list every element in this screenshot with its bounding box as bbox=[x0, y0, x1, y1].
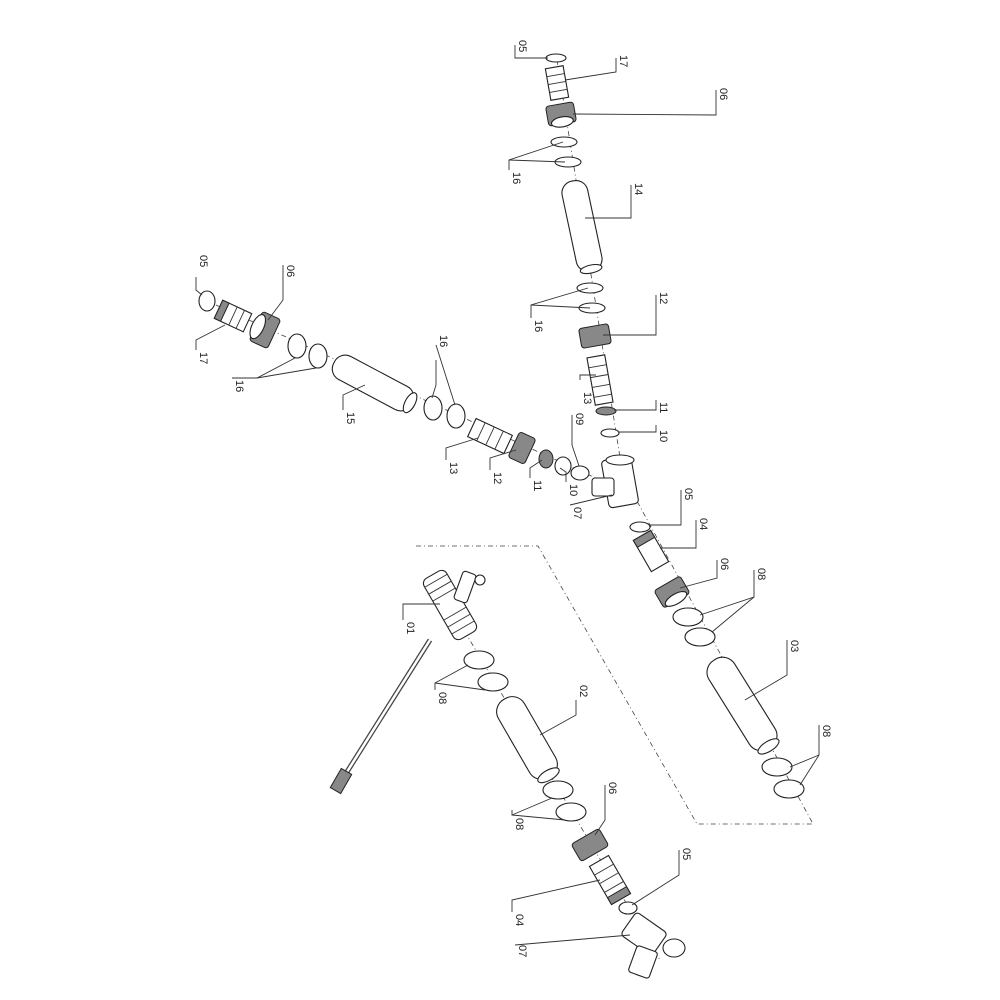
assembly-group-outline bbox=[416, 545, 812, 825]
part-05-left-oring bbox=[198, 290, 216, 312]
part-10-left-washer bbox=[554, 456, 572, 476]
part-10-washer bbox=[600, 428, 620, 438]
label-top-11: 11 bbox=[657, 402, 669, 413]
part-08-mid-clamps-a bbox=[672, 607, 716, 647]
part-16-left-clamps-b bbox=[423, 395, 466, 429]
label-top-10: 10 bbox=[657, 430, 669, 442]
label-bot-02: 02 bbox=[577, 685, 589, 697]
part-08-mid-clamps-b bbox=[761, 757, 805, 799]
part-04-mid-hose-barb bbox=[632, 529, 670, 573]
part-13-left-hose-barb bbox=[466, 417, 514, 455]
label-bot-08b: 08 bbox=[513, 818, 525, 830]
label-top-12: 12 bbox=[657, 292, 669, 304]
part-06-bottom-nut bbox=[571, 828, 609, 862]
label-left-12: 12 bbox=[491, 472, 503, 484]
part-06-top-nut bbox=[545, 101, 577, 128]
label-mid-08a: 08 bbox=[755, 568, 767, 580]
part-01-spray-lance bbox=[329, 569, 486, 795]
label-left-11: 11 bbox=[531, 480, 543, 491]
label-top-17: 17 bbox=[617, 55, 629, 67]
label-mid-03: 03 bbox=[788, 640, 800, 652]
label-left-16b: 16 bbox=[437, 335, 449, 347]
part-16-top-clamps-a bbox=[550, 136, 582, 168]
part-17-left-hose-barb bbox=[213, 299, 253, 333]
part-13-hose-barb bbox=[586, 354, 614, 406]
part-07-tee-fitting bbox=[591, 454, 639, 509]
label-bot-07: 07 bbox=[516, 945, 528, 957]
label-left-06: 06 bbox=[284, 265, 296, 277]
label-bot-08a: 08 bbox=[436, 692, 448, 704]
part-08-bottom-clamps-a bbox=[463, 650, 509, 692]
part-05-mid-oring bbox=[629, 521, 651, 533]
center-axes bbox=[204, 59, 813, 961]
label-mid-06: 06 bbox=[718, 558, 730, 570]
label-left-17: 17 bbox=[197, 352, 209, 364]
part-06-left-nut bbox=[249, 311, 281, 349]
label-bot-01: 01 bbox=[404, 622, 416, 634]
label-top-16a: 16 bbox=[510, 172, 522, 184]
label-top-05: 05 bbox=[516, 40, 528, 52]
part-12-nut bbox=[578, 323, 612, 349]
part-11-left-washer bbox=[538, 449, 554, 469]
part-05-top-oring bbox=[545, 53, 567, 63]
label-top-09: 09 bbox=[573, 413, 585, 425]
label-left-15: 15 bbox=[344, 412, 356, 424]
label-bot-05: 05 bbox=[680, 848, 692, 860]
part-09-oring bbox=[570, 465, 590, 481]
part-02-hose bbox=[496, 696, 560, 784]
label-top-06: 06 bbox=[717, 88, 729, 100]
part-16-left-clamps-a bbox=[287, 333, 328, 369]
part-12-left-nut bbox=[508, 431, 536, 465]
part-16-top-clamps-b bbox=[576, 282, 606, 314]
part-07-bottom-tee-fitting bbox=[621, 912, 686, 979]
label-top-16b: 16 bbox=[532, 320, 544, 332]
label-top-13: 13 bbox=[581, 392, 593, 404]
label-left-16a: 16 bbox=[233, 380, 245, 392]
label-bot-06: 06 bbox=[606, 782, 618, 794]
part-04-bottom-hose-barb bbox=[588, 854, 632, 906]
label-mid-04: 04 bbox=[697, 518, 709, 530]
part-14-hose bbox=[561, 179, 603, 275]
label-top-14: 14 bbox=[632, 183, 644, 195]
part-11-washer bbox=[595, 406, 617, 416]
label-left-05: 05 bbox=[197, 255, 209, 267]
part-08-bottom-clamps-b bbox=[542, 780, 587, 822]
part-labels: 05 17 06 16 14 16 12 13 11 10 09 05 07 0… bbox=[197, 40, 832, 957]
part-15-hose bbox=[331, 354, 418, 414]
label-mid-05: 05 bbox=[682, 488, 694, 500]
leader-lines bbox=[195, 45, 820, 946]
part-17-top-hose-barb bbox=[544, 65, 570, 101]
label-bot-04: 04 bbox=[513, 914, 525, 926]
label-left-13: 13 bbox=[447, 462, 459, 474]
part-03-hose bbox=[706, 656, 780, 755]
label-mid-08b: 08 bbox=[820, 725, 832, 737]
part-06-mid-nut bbox=[654, 576, 690, 608]
label-mid-07: 07 bbox=[571, 507, 583, 519]
label-left-10: 10 bbox=[567, 484, 579, 496]
